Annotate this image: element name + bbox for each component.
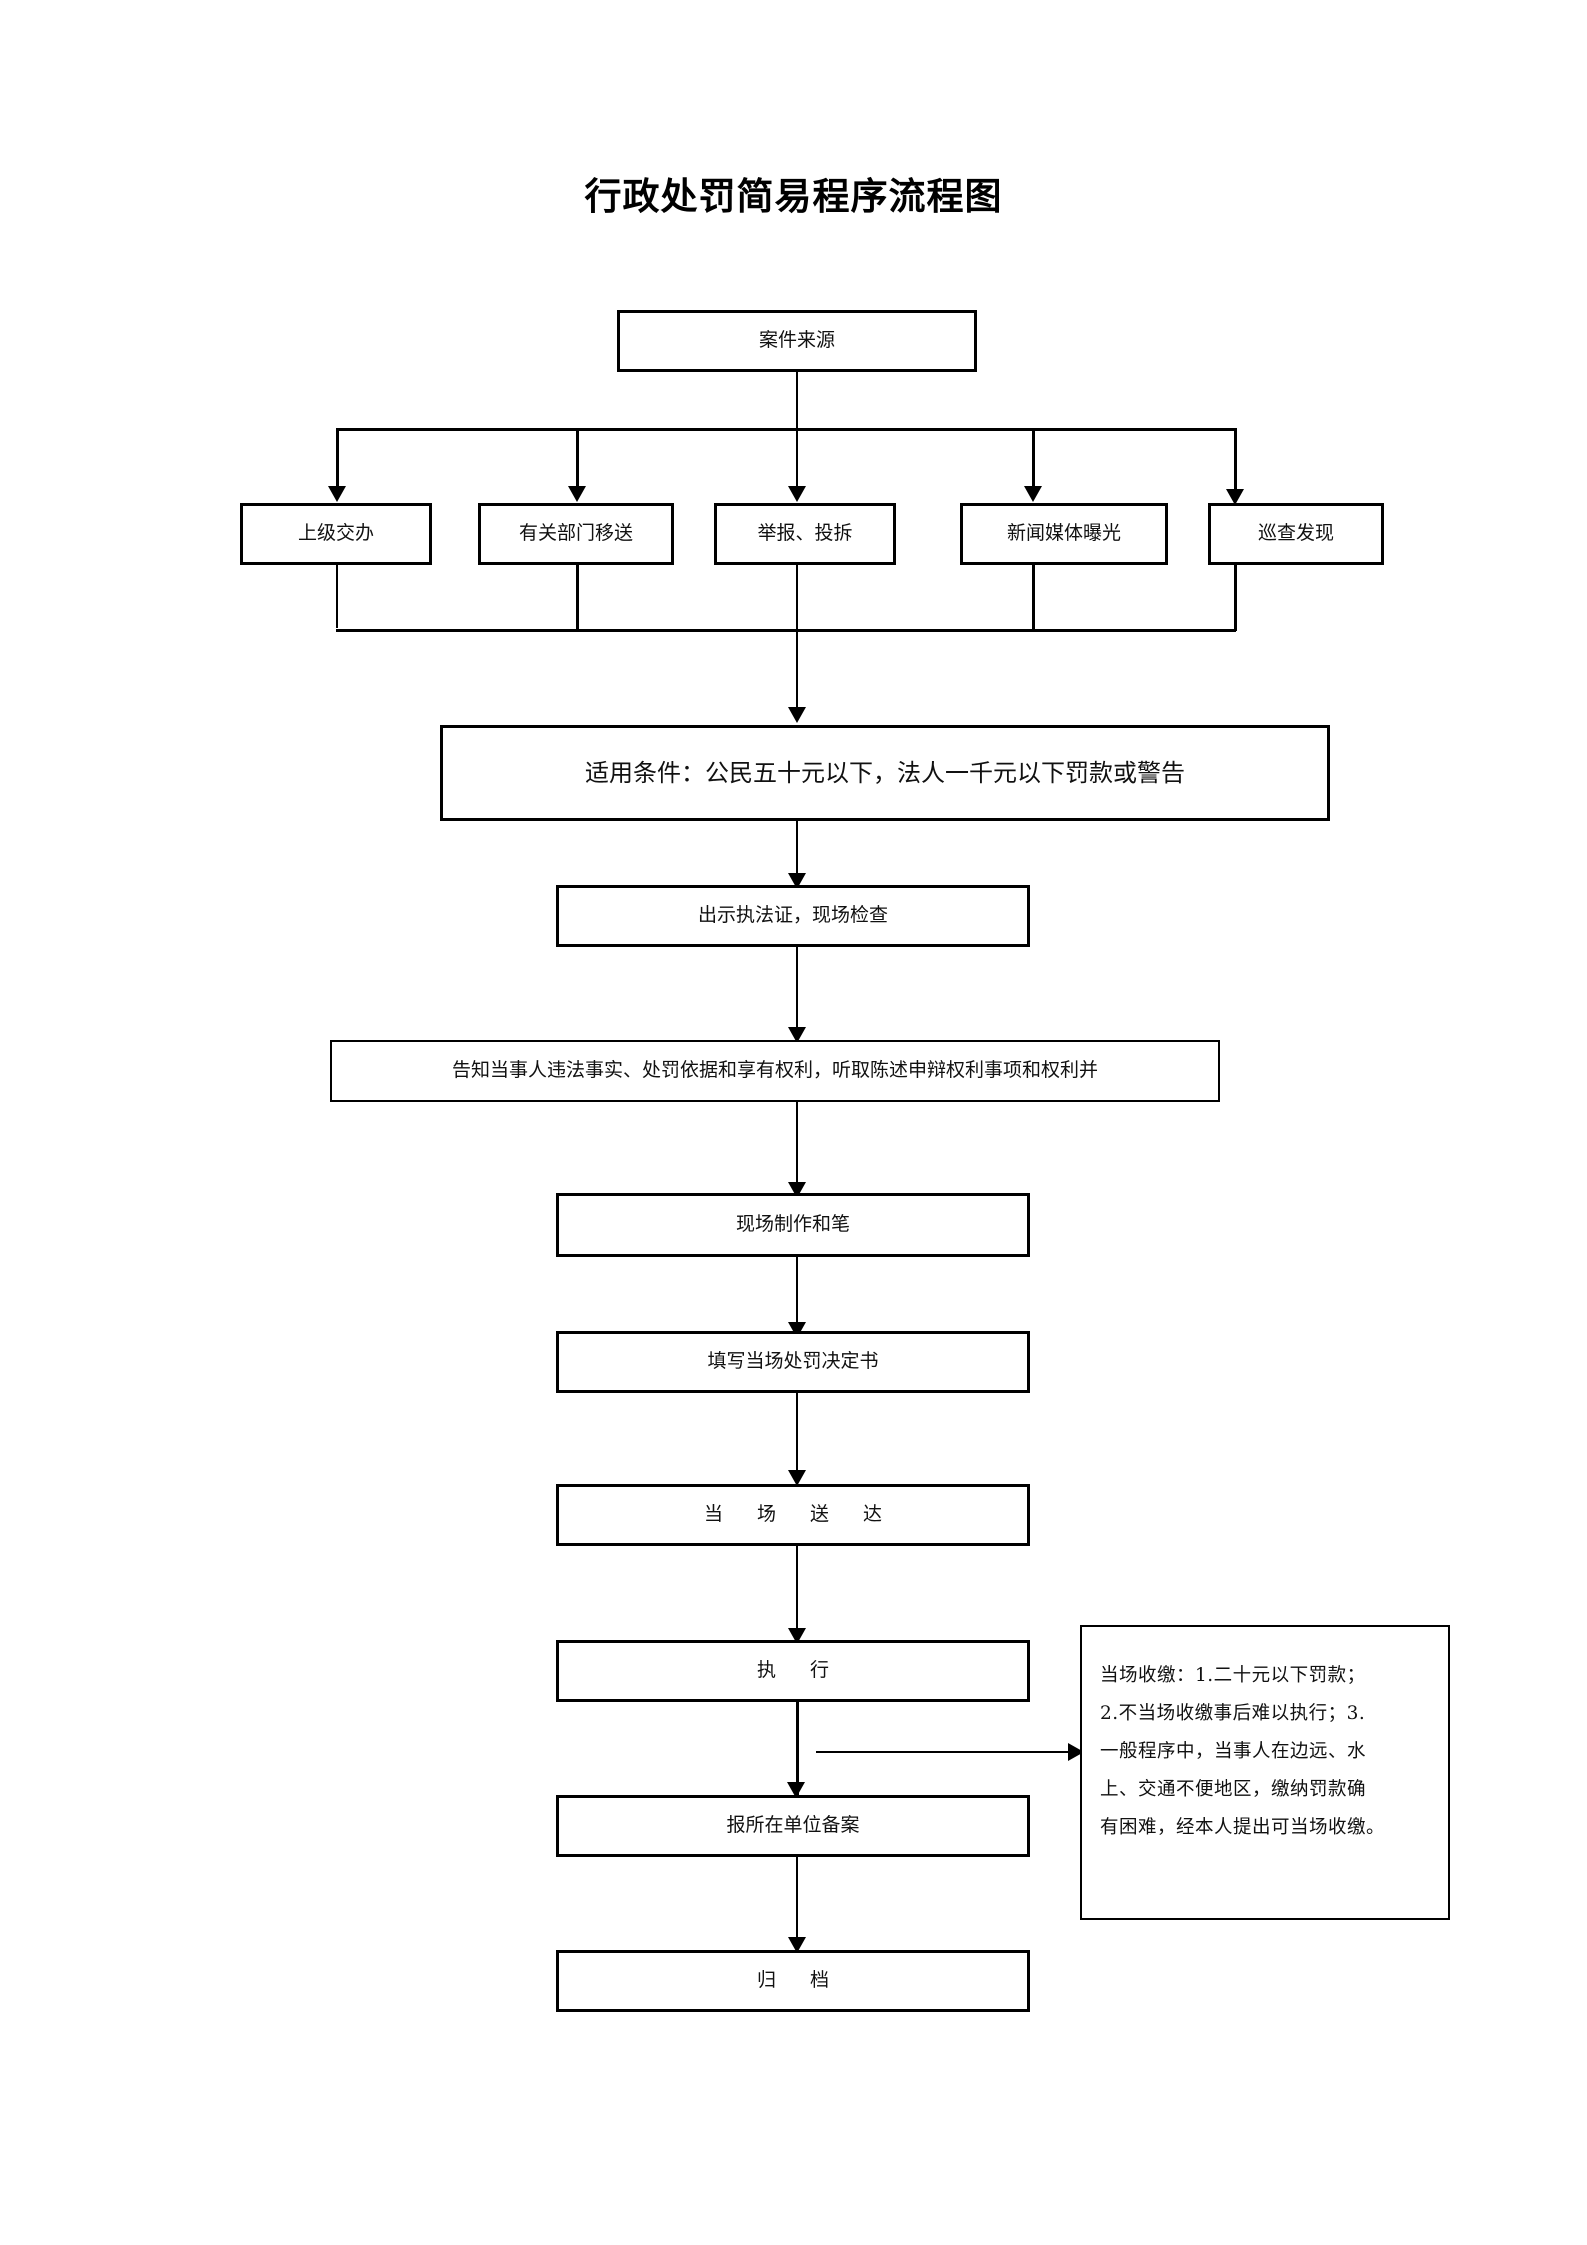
arrow-into-condition xyxy=(788,707,806,723)
node-source-1[interactable]: 上级交办 xyxy=(240,503,432,565)
connector-record-to-decision xyxy=(796,1257,798,1337)
arrow-into-source-1 xyxy=(328,486,346,502)
node-fill-decision[interactable]: 填写当场处罚决定书 xyxy=(556,1331,1030,1393)
connector-merge-leg-5 xyxy=(1234,565,1237,631)
page-title: 行政处罚简易程序流程图 xyxy=(584,175,1003,218)
node-execute[interactable]: 执 行 xyxy=(556,1640,1030,1702)
node-applicable-condition[interactable]: 适用条件：公民五十元以下，法人一千元以下罚款或警告 xyxy=(440,725,1330,821)
connector-leg-5 xyxy=(1234,428,1237,491)
side-note-line-5: 有困难，经本人提出可当场收缴。 xyxy=(1100,1816,1386,1838)
side-note-line-3: 一般程序中，当事人在边远、水 xyxy=(1100,1740,1367,1762)
node-source-5-label: 巡查发现 xyxy=(1257,522,1334,545)
node-case-source-label: 案件来源 xyxy=(758,329,835,352)
connector-leg-4 xyxy=(1032,428,1035,488)
node-file-with-unit[interactable]: 报所在单位备案 xyxy=(556,1795,1030,1857)
side-note-box[interactable]: 当场收缴：1.二十元以下罚款； 2.不当场收缴事后难以执行；3. 一般程序中，当… xyxy=(1080,1625,1450,1920)
node-inform-party-label: 告知当事人违法事实、处罚依据和享有权利，听取陈述申辩权利事项和权利并 xyxy=(451,1059,1098,1082)
connector-leg-2 xyxy=(576,428,579,488)
connector-execute-to-file xyxy=(796,1702,799,1796)
connector-delivery-to-execute xyxy=(796,1546,798,1642)
arrow-into-file-with-unit xyxy=(787,1782,805,1798)
node-onsite-record[interactable]: 现场制作和笔 xyxy=(556,1193,1030,1257)
arrow-into-source-5 xyxy=(1226,489,1244,505)
connector-condition-to-credentials xyxy=(796,821,798,885)
node-source-3-label: 举报、投拆 xyxy=(757,522,853,545)
node-show-credentials[interactable]: 出示执法证，现场检查 xyxy=(556,885,1030,947)
connector-merge-leg-3 xyxy=(796,565,798,631)
arrow-into-source-3 xyxy=(788,486,806,502)
side-note-line-4: 上、交通不便地区，缴纳罚款确 xyxy=(1100,1778,1367,1800)
connector-case-source-stem xyxy=(796,372,798,430)
node-onsite-record-label: 现场制作和笔 xyxy=(735,1213,850,1236)
node-source-5[interactable]: 巡查发现 xyxy=(1208,503,1384,565)
node-onsite-delivery-label: 当 场 送 达 xyxy=(703,1503,897,1526)
arrow-into-source-2 xyxy=(568,486,586,502)
connector-leg-1 xyxy=(336,428,339,488)
connector-merge-leg-4 xyxy=(1032,565,1035,631)
node-onsite-delivery[interactable]: 当 场 送 达 xyxy=(556,1484,1030,1546)
node-archive-label: 归 档 xyxy=(756,1969,844,1992)
node-file-with-unit-label: 报所在单位备案 xyxy=(726,1814,860,1837)
side-note-line-2: 2.不当场收缴事后难以执行；3. xyxy=(1100,1702,1366,1724)
node-fill-decision-label: 填写当场处罚决定书 xyxy=(707,1350,879,1373)
connector-to-condition xyxy=(796,629,798,711)
arrow-into-source-4 xyxy=(1024,486,1042,502)
connector-merge-leg-1 xyxy=(336,565,338,628)
connector-collector-bar xyxy=(336,629,1236,632)
node-archive[interactable]: 归 档 xyxy=(556,1950,1030,2012)
arrow-into-inform xyxy=(788,1027,806,1043)
connector-merge-leg-2 xyxy=(576,565,579,631)
node-source-2-label: 有关部门移送 xyxy=(518,522,633,545)
node-execute-label: 执 行 xyxy=(756,1659,844,1682)
node-source-3[interactable]: 举报、投拆 xyxy=(714,503,896,565)
connector-decision-to-delivery xyxy=(796,1393,798,1489)
connector-file-to-archive xyxy=(796,1857,798,1953)
node-show-credentials-label: 出示执法证，现场检查 xyxy=(697,904,888,927)
node-source-4[interactable]: 新闻媒体曝光 xyxy=(960,503,1168,565)
connector-leg-3 xyxy=(796,428,798,488)
node-inform-party[interactable]: 告知当事人违法事实、处罚依据和享有权利，听取陈述申辩权利事项和权利并 xyxy=(330,1040,1220,1102)
arrow-into-delivery xyxy=(788,1470,806,1486)
node-source-4-label: 新闻媒体曝光 xyxy=(1006,522,1121,545)
connector-distributor-bar xyxy=(336,428,1236,431)
arrow-into-archive xyxy=(788,1937,806,1953)
connector-inform-to-record xyxy=(796,1102,798,1198)
node-case-source[interactable]: 案件来源 xyxy=(617,310,977,372)
node-source-1-label: 上级交办 xyxy=(297,522,374,545)
node-applicable-condition-label: 适用条件：公民五十元以下，法人一千元以下罚款或警告 xyxy=(585,758,1185,787)
connector-credentials-to-inform xyxy=(796,947,798,1043)
connector-execute-to-note xyxy=(816,1751,1084,1753)
node-source-2[interactable]: 有关部门移送 xyxy=(478,503,674,565)
side-note-line-1: 当场收缴：1.二十元以下罚款； xyxy=(1100,1665,1366,1686)
